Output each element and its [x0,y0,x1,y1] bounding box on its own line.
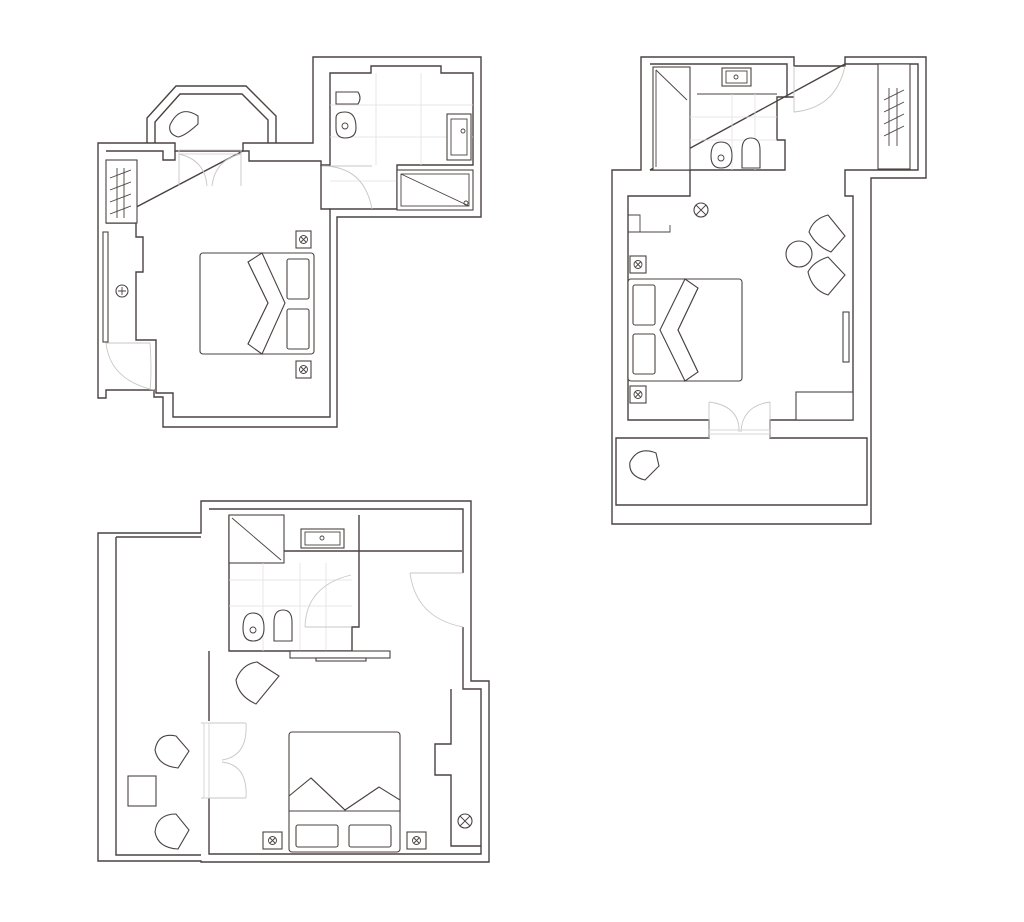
plan-1-pillow-2 [286,308,310,350]
plan-1-double-bed [199,252,315,355]
plan-2-round-table [785,240,813,268]
plan-1-bay-window [146,85,277,143]
plan-3-inner-wall [208,508,482,855]
plan-1-dresser [102,231,109,343]
floor-plan-room-1 [97,56,482,428]
plan-1-armchair-icon [169,111,199,138]
plan-2-terrace-chair [629,450,660,481]
plan-3-armchair [235,661,280,705]
plan-2-pillow-1 [632,284,656,326]
plan-1-bath-partition [320,165,330,210]
plan-3-tv [315,657,367,662]
plan-1-wardrobe [105,159,138,224]
plan-2-wardrobe-hangers [883,88,905,146]
plan-3-double-bed [288,731,401,853]
plan-3-pillow-2 [348,824,392,848]
plan-1-inner-wall [105,65,474,418]
plan-3-bathroom-door [304,574,352,628]
plan-3-bathroom-tiles [229,563,352,651]
plan-1-toilet [335,91,361,105]
plan-1-bathroom-tiles [330,73,473,182]
plan-3-entrance-door [409,572,464,628]
plan-1-bathroom-door [321,165,373,210]
plan-2-terrace-door [708,401,771,438]
plan-3-terrace-door [201,722,247,799]
floor-plan-room-2 [611,56,927,525]
plan-2-sink [721,67,752,87]
plan-1-entrance-door [105,342,155,391]
plan-1-bidet [335,111,357,139]
plan-2-tv [842,311,850,363]
plan-2-inner-wall [615,63,919,506]
plan-3-toilet [273,609,293,642]
plan-2-bath-partition [690,96,787,171]
floor-plan-room-3 [97,500,490,863]
plan-2-chair-1 [808,214,846,253]
plan-2-bathroom-tiles [690,94,777,170]
plan-3-terrace-chair-1 [154,734,190,769]
plan-3-wardrobe-wall [434,689,481,847]
plan-2-shower [652,66,691,171]
plan-2-entrance-door [793,65,846,113]
plan-1-wardrobe-hangers [109,168,132,218]
plan-3-terrace-chair-2 [154,813,190,850]
plan-1-window-sill [178,149,242,155]
plan-3-terrace-table [127,775,157,807]
plan-1-bay-window-inner [154,93,269,143]
plan-2-toilet [741,137,761,169]
plan-2-dresser [795,391,854,421]
plan-2-pillow-2 [632,333,656,375]
plan-3-sink [300,528,345,549]
plan-1-pillow-1 [286,258,310,300]
plan-2-chair-2 [807,256,846,296]
plan-3-pillow-1 [295,824,339,848]
plan-3-tv-desk [289,650,391,659]
plan-1-balcony-door [178,153,242,187]
plan-2-wardrobe [877,63,911,170]
plan-3-outer-wall [97,500,490,863]
plan-3-terrace-inner [115,536,201,856]
